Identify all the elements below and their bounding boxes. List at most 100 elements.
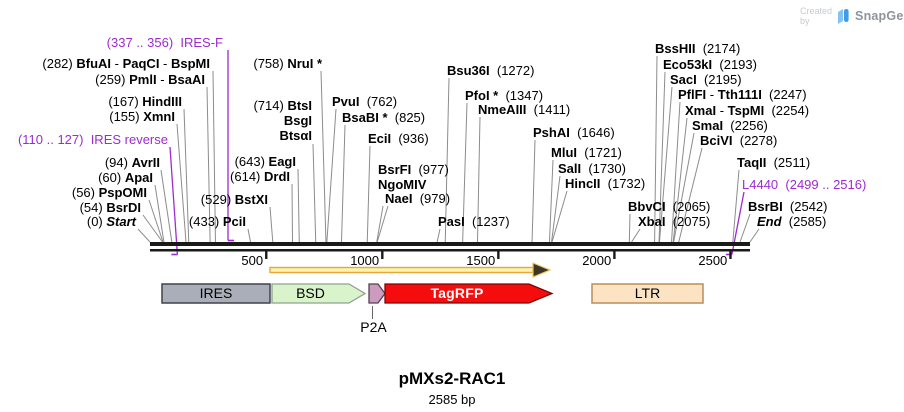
leader-line-bsabi [340, 124, 346, 243]
ruler-tick-label-1000: 1000 [350, 253, 380, 268]
leader-line-pfoi [462, 102, 468, 243]
site-label-nrui: (758) NruI * [253, 56, 322, 71]
ruler-tick-2500 [729, 251, 732, 259]
site-label-end: End (2585) [757, 214, 827, 229]
leader-line-btsai [312, 143, 317, 243]
site-label-drdi: (614) DrdI [230, 169, 290, 184]
site-label-saci: SacI (2195) [670, 72, 742, 87]
site-label-hincii: HincII (1732) [565, 176, 646, 191]
site-label-bsrdi: (54) BsrDI [79, 200, 141, 215]
leader-line-apai [154, 184, 165, 243]
site-label-pspomi: (56) PspOMI [71, 185, 147, 200]
site-label-xbai: XbaI (2075) [638, 214, 711, 229]
site-label-avrii: (94) AvrII [104, 155, 160, 170]
site-label-bsgi: BsgI [283, 113, 312, 128]
snapgene-brand: SnapGene [855, 9, 904, 23]
site-label-pvui: PvuI (762) [332, 94, 398, 109]
site-label-eco53ki: Eco53kI (2193) [663, 57, 757, 72]
site-label-mlui: MluI (1721) [551, 145, 622, 160]
leader-line-bstxi [269, 206, 274, 243]
feature-label-bsd: BSD [296, 285, 325, 301]
snapgene-credit: Created by SnapGene [800, 6, 904, 26]
site-label-bsrbi: BsrBI (2542) [748, 199, 828, 214]
leader-line-bsrdi [142, 214, 163, 243]
plasmid-size: 2585 bp [428, 392, 476, 407]
site-label-bstxi: (529) BstXI [200, 192, 268, 207]
ruler-bottom-bar [150, 249, 750, 252]
site-label-ires-f-primer: (337 .. 356) IRES-F [106, 35, 223, 50]
leader-line-xmni [176, 123, 187, 243]
plasmid-name: pMXs2-RAC1 [398, 369, 506, 388]
site-label-eagi: (643) EagI [234, 154, 296, 169]
site-label-ires-reverse-primer: (110 .. 127) IRES reverse [17, 132, 168, 147]
site-label-pcii: (433) PciI [188, 214, 246, 229]
leader-line-saci [658, 86, 673, 243]
leader-line-bcivi [678, 147, 703, 243]
site-label-bsu36i: Bsu36I (1272) [447, 63, 535, 78]
feature-label-ires: IRES [199, 285, 233, 301]
leader-line-pshai [531, 139, 536, 243]
site-label-ecii: EciI (936) [368, 131, 429, 146]
map-title-block: pMXs2-RAC1 2585 bp [152, 369, 752, 407]
ruler-tick-label-2000: 2000 [582, 253, 612, 268]
site-label-smai: SmaI (2256) [692, 118, 768, 133]
ruler-tick-500 [265, 251, 268, 259]
site-label-ngomiv: NgoMIV [378, 177, 427, 192]
ruler-tick-1000 [381, 251, 384, 259]
credit-text: Created by [800, 6, 833, 26]
ruler-tick-label-500: 500 [241, 253, 264, 268]
leader-line-smai [673, 132, 695, 243]
site-label-bsrfi: BsrFI (977) [378, 162, 449, 177]
leader-line-bsu36i [444, 77, 450, 243]
leader-line-bsrbi [739, 213, 751, 243]
leader-line-pvui [326, 108, 337, 243]
site-label-bsabi: BsaBI * (825) [342, 110, 426, 125]
leader-line-pasi [436, 228, 441, 243]
site-label-xmni: (155) XmnI [109, 109, 175, 124]
leader-line-xmai-tspmi [672, 117, 688, 243]
leader-line-bbvci [628, 213, 631, 243]
feature-label-tagrfp: TagRFP [430, 285, 484, 301]
site-label-pflfi-tth111i: PflFI - Tth111I (2247) [678, 87, 807, 102]
leader-line-start [137, 228, 151, 243]
leader-line-pspomi [148, 199, 164, 243]
site-label-pshai: PshAI (1646) [533, 125, 615, 140]
site-label-taqii: TaqII (2511) [737, 155, 811, 170]
leader-line-nrui [320, 70, 327, 243]
leader-line-pflfi-tth111i [671, 101, 681, 243]
site-label-sali: SalI (1730) [558, 161, 626, 176]
site-label-bbvci: BbvCI (2065) [628, 199, 711, 214]
site-label-btsi: (714) BtsI [253, 98, 312, 113]
leader-line-xbai [631, 228, 641, 243]
feature-ires [161, 283, 271, 304]
leader-line-sali [551, 175, 561, 243]
leader-line-nmeaiii [477, 116, 481, 243]
ruler-tick-label-2500: 2500 [698, 253, 728, 268]
leader-line-drdi [291, 183, 294, 243]
site-label-pfoi: PfoI * (1347) [465, 88, 544, 103]
feature-bsd [271, 283, 367, 304]
feature-label-ltr: LTR [634, 285, 661, 301]
site-label-btsai: BtsαI [279, 128, 312, 143]
site-label-bcivi: BciVI (2278) [700, 133, 778, 148]
site-label-bfuai-paqci-bspmi: (282) BfuAI - PaqCI - BspMI [42, 56, 210, 71]
site-label-hindiii: (167) HindIII [108, 94, 182, 109]
leader-line-bfuai-paqci-bspmi [212, 70, 216, 243]
leader-line-hincii [551, 190, 568, 243]
site-label-nmeaiii: NmeAIII (1411) [478, 102, 571, 117]
leader-line-taqii [732, 169, 740, 243]
site-label-l4440-primer: L4440 (2499 .. 2516) [742, 177, 867, 192]
site-label-xmai-tspmi: XmaI - TspMI (2254) [685, 103, 810, 118]
feature-p2a [368, 283, 386, 304]
site-label-bsshii: BssHII (2174) [655, 41, 741, 56]
ruler-top-bar [150, 242, 750, 246]
leader-line-mlui [548, 159, 554, 243]
site-label-start: (0) Start [86, 214, 136, 229]
primer-leader-ires-reverse-primer [169, 146, 179, 255]
leader-line-eagi [297, 168, 300, 243]
leader-line-pmli-bsaai [206, 86, 211, 243]
leader-line-hindiii [183, 108, 190, 243]
ruler-tick-1500 [497, 251, 500, 259]
feature-label-p2a: P2A [360, 319, 387, 335]
